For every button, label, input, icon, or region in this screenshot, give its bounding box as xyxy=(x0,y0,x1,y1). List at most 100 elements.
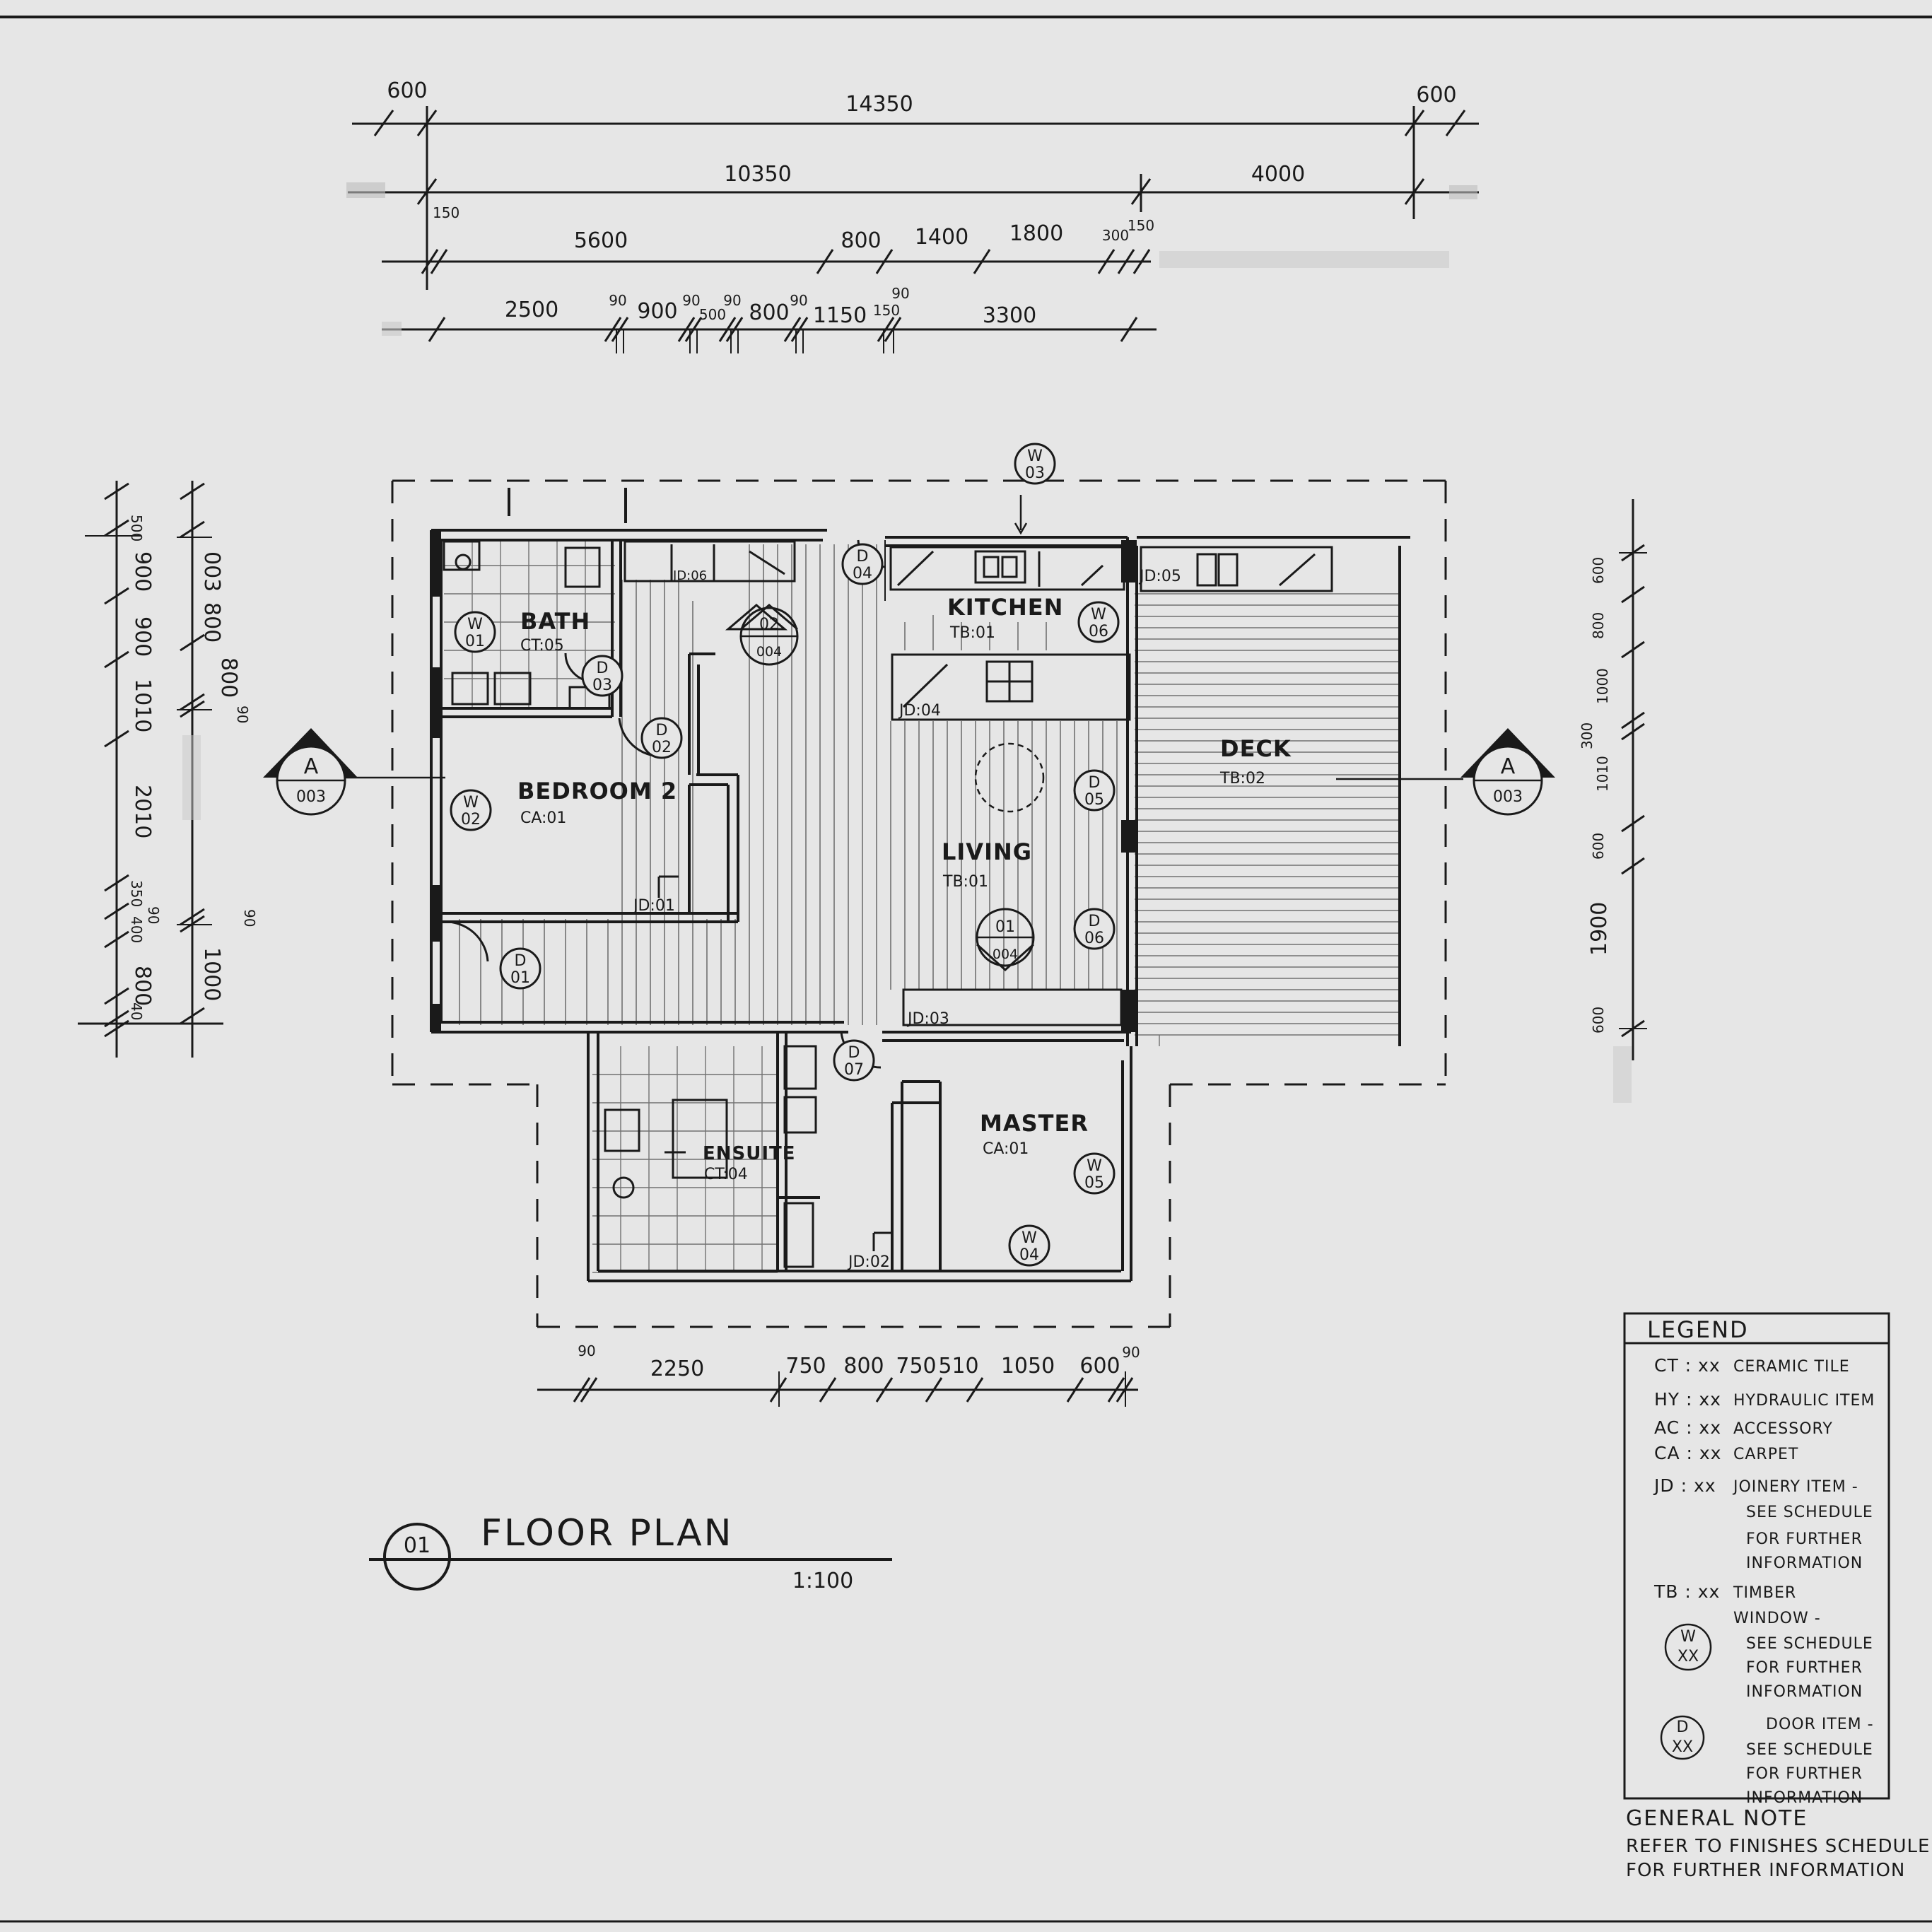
dim-left-inner-800-b: 800 xyxy=(216,657,241,698)
section-cut-lines xyxy=(332,776,1463,780)
legend-window-symbol: W XX xyxy=(1664,1623,1712,1671)
joinery-label-jd04: JD:04 xyxy=(898,702,941,720)
dim-bottom-510: 510 xyxy=(938,1354,978,1378)
right-dimensions: 600 800 1000 300 1010 600 1900 600 xyxy=(1579,499,1647,1103)
tag-d01-kind: D xyxy=(515,952,527,970)
legend-code: CA : xx xyxy=(1654,1443,1721,1463)
tag-w03: W03 xyxy=(1014,443,1056,485)
legend-code: TB : xx xyxy=(1653,1581,1720,1602)
top-dimensions: 600 14350 600 150 10350 4000 5600 xyxy=(346,78,1479,353)
tag-d01-circle xyxy=(499,947,541,990)
tag-d07-kind: D xyxy=(848,1044,860,1062)
drawing-title: 01 FLOOR PLAN 1:100 xyxy=(369,1512,892,1593)
dim-right-1000: 1000 xyxy=(1594,668,1611,704)
tag-d07: D07 xyxy=(833,1039,875,1082)
dim-bottom-2250: 2250 xyxy=(650,1357,704,1381)
dim-3300: 3300 xyxy=(983,303,1036,328)
legend-description: SEE SCHEDULE xyxy=(1746,1741,1873,1759)
room-name-ensuite: ENSUITE xyxy=(703,1143,796,1164)
legend-description: ACCESSORY xyxy=(1733,1420,1833,1438)
tag-w04-number: 04 xyxy=(1019,1246,1039,1264)
tag-w05: W05 xyxy=(1073,1152,1116,1195)
joinery-labels: JD:06 JD:05 JD:04 JD:01 JD:03 JD:02 xyxy=(632,568,1181,1271)
dim-bottom-90-a: 90 xyxy=(578,1342,595,1359)
dim-1400: 1400 xyxy=(915,225,968,250)
tag-w02: W02 xyxy=(450,789,492,831)
dim-top-600-right: 600 xyxy=(1416,83,1456,107)
joinery-label-jd02: JD:02 xyxy=(847,1253,890,1271)
tag-w02-number: 02 xyxy=(461,811,481,829)
dim-10350: 10350 xyxy=(724,162,791,187)
dim-right-1900: 1900 xyxy=(1587,902,1612,956)
room-finish-bath: CT:05 xyxy=(520,637,564,655)
elevation-02-bottom: 004 xyxy=(756,644,782,660)
tag-d04-number: 04 xyxy=(853,565,872,582)
dim-right-600-b: 600 xyxy=(1590,833,1607,860)
dim-90-b: 90 xyxy=(682,292,700,309)
tag-d06-number: 06 xyxy=(1084,930,1104,947)
tag-w03-kind: W xyxy=(1027,447,1043,465)
legend-code: CT : xx xyxy=(1654,1355,1721,1376)
dim-left-900-b: 900 xyxy=(130,616,155,657)
legend-door-code: XX xyxy=(1672,1738,1693,1756)
legend-door-letter: D xyxy=(1677,1719,1689,1736)
tag-d07-circle xyxy=(833,1039,875,1082)
dim-left-inner-90-a: 90 xyxy=(234,706,251,723)
dim-bottom-800: 800 xyxy=(843,1354,884,1378)
dim-left-inner-003: 003 xyxy=(199,551,224,592)
drawing-scale: 1:100 xyxy=(792,1569,853,1593)
walls xyxy=(430,488,1410,1282)
general-note-title: GENERAL NOTE xyxy=(1626,1806,1808,1831)
room-finish-living: TB:01 xyxy=(942,873,988,891)
roof-outline xyxy=(391,479,1447,1328)
tag-d02-circle xyxy=(640,717,683,759)
tag-w02-circle xyxy=(450,789,492,831)
dim-1150: 1150 xyxy=(813,303,867,328)
dim-right-600-c: 600 xyxy=(1590,1007,1607,1034)
section-left-sheet: 003 xyxy=(296,788,326,806)
room-name-bath: BATH xyxy=(520,608,590,635)
joinery-label-jd01: JD:01 xyxy=(632,897,675,915)
dim-150-start: 150 xyxy=(433,204,459,221)
dim-150-row4: 150 xyxy=(873,302,900,319)
dim-800: 800 xyxy=(841,228,881,253)
tag-w01: W01 xyxy=(454,611,496,653)
legend-description: SEE SCHEDULE xyxy=(1746,1635,1873,1653)
tag-w05-number: 05 xyxy=(1084,1174,1104,1192)
legend-description: FOR FURTHER xyxy=(1746,1659,1863,1677)
general-note-line1: REFER TO FINISHES SCHEDULE xyxy=(1626,1836,1930,1857)
room-name-living: LIVING xyxy=(942,838,1032,865)
joinery-label-jd05: JD:05 xyxy=(1138,568,1181,585)
dim-800-row4: 800 xyxy=(749,300,789,325)
tag-d06: D06 xyxy=(1073,908,1116,950)
deck-boards xyxy=(1135,593,1400,1046)
tag-w05-kind: W xyxy=(1087,1157,1102,1175)
dim-900: 900 xyxy=(637,299,677,324)
dim-2500: 2500 xyxy=(505,298,558,322)
tag-w04: W04 xyxy=(1008,1224,1050,1267)
tag-d02: D02 xyxy=(640,717,683,759)
tag-d04: D04 xyxy=(841,543,884,585)
legend-window-letter: W xyxy=(1680,1628,1696,1646)
dim-90-e: 90 xyxy=(891,285,909,302)
dim-90-d: 90 xyxy=(790,292,807,309)
legend-code: AC : xx xyxy=(1654,1417,1721,1438)
dim-left-350: 350 xyxy=(128,880,145,907)
room-finish-kitchen: TB:01 xyxy=(949,624,995,642)
legend-title: LEGEND xyxy=(1647,1316,1749,1343)
dim-bottom-90-b: 90 xyxy=(1122,1344,1140,1361)
bottom-dimensions: 90 2250 750 800 750 510 1050 600 90 xyxy=(537,1342,1140,1407)
room-finish-bedroom2: CA:01 xyxy=(520,809,566,827)
legend-description: SEE SCHEDULE xyxy=(1746,1504,1873,1521)
room-labels: BATH CT:05 KITCHEN TB:01 BEDROOM 2 CA:01… xyxy=(517,594,1291,1183)
dim-bottom-600: 600 xyxy=(1079,1354,1120,1378)
dim-1800: 1800 xyxy=(1009,221,1063,246)
tag-w06-number: 06 xyxy=(1089,623,1108,640)
tag-d02-number: 02 xyxy=(652,739,672,756)
dim-300: 300 xyxy=(1102,227,1129,244)
dim-left-800: 800 xyxy=(130,966,155,1006)
dim-90-c: 90 xyxy=(723,292,741,309)
tag-d05-kind: D xyxy=(1089,774,1101,792)
dim-top-14350: 14350 xyxy=(845,92,913,117)
